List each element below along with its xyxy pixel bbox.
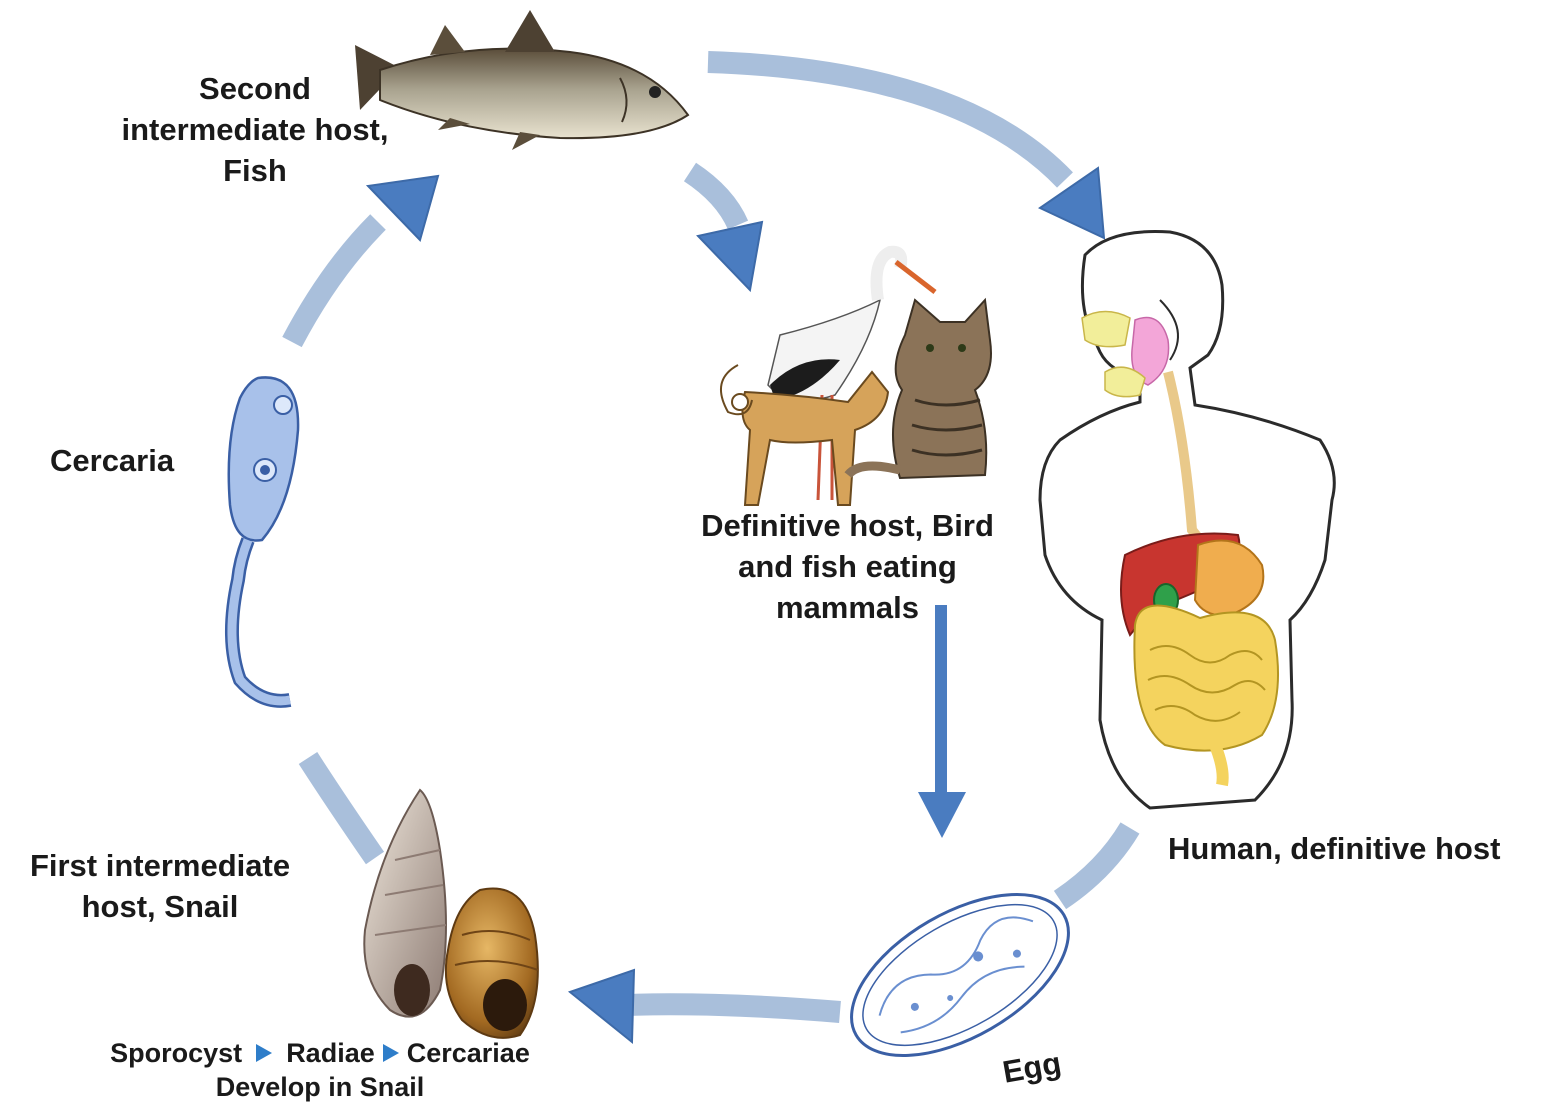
arrow-animals-to-egg (935, 605, 947, 795)
snail-shells-icon (364, 790, 538, 1038)
stage-radiae: Radiae (286, 1038, 375, 1068)
label-snail-stages: Sporocyst Radiae Cercariae Develop in Snai… (70, 1036, 570, 1104)
label-animals-line-3: mammals (675, 587, 1020, 628)
arrow-human-to-egg (1060, 828, 1130, 900)
label-cercaria-text: Cercaria (50, 440, 174, 481)
label-fish-line-1: Second (100, 68, 410, 109)
label-cercaria: Cercaria (50, 440, 174, 481)
label-animals-line-1: Definitive host, Bird (675, 505, 1020, 546)
label-snail-line-1: First intermediate (10, 845, 310, 886)
label-fish-line-3: Fish (100, 150, 410, 191)
stage-arrow-1-icon (256, 1044, 272, 1062)
stage-cercariae: Cercariae (407, 1038, 530, 1068)
stage-sporocyst: Sporocyst (110, 1038, 242, 1068)
label-human: Human, definitive host (1168, 828, 1500, 869)
snail-stages-row: Sporocyst Radiae Cercariae (70, 1036, 570, 1070)
arrow-egg-to-snail (625, 1004, 840, 1012)
arrow-fish-to-human (708, 62, 1065, 180)
stage-arrow-2-icon (383, 1044, 399, 1062)
label-animals-line-2: and fish eating (675, 546, 1020, 587)
arrow-snail-to-cercaria (308, 758, 375, 858)
label-snail: First intermediate host, Snail (10, 845, 310, 927)
bird-dog-cat-icon (721, 252, 991, 505)
label-fish: Second intermediate host, Fish (100, 68, 410, 191)
human-digestive-system-icon (1040, 231, 1334, 808)
cercaria-icon (229, 377, 298, 700)
label-fish-line-2: intermediate host, (100, 109, 410, 150)
label-human-text: Human, definitive host (1168, 828, 1500, 869)
arrow-cercaria-to-fish (292, 222, 378, 342)
arrow-head-animals-to-egg (918, 792, 966, 838)
arrow-head-egg-to-snail (570, 970, 634, 1042)
stage-develop: Develop in Snail (70, 1070, 570, 1104)
label-snail-line-2: host, Snail (10, 886, 310, 927)
arrow-fish-to-animals (690, 172, 738, 225)
arrow-head-fish-to-animals (698, 222, 762, 290)
label-definitive-animals: Definitive host, Bird and fish eating ma… (675, 505, 1020, 628)
